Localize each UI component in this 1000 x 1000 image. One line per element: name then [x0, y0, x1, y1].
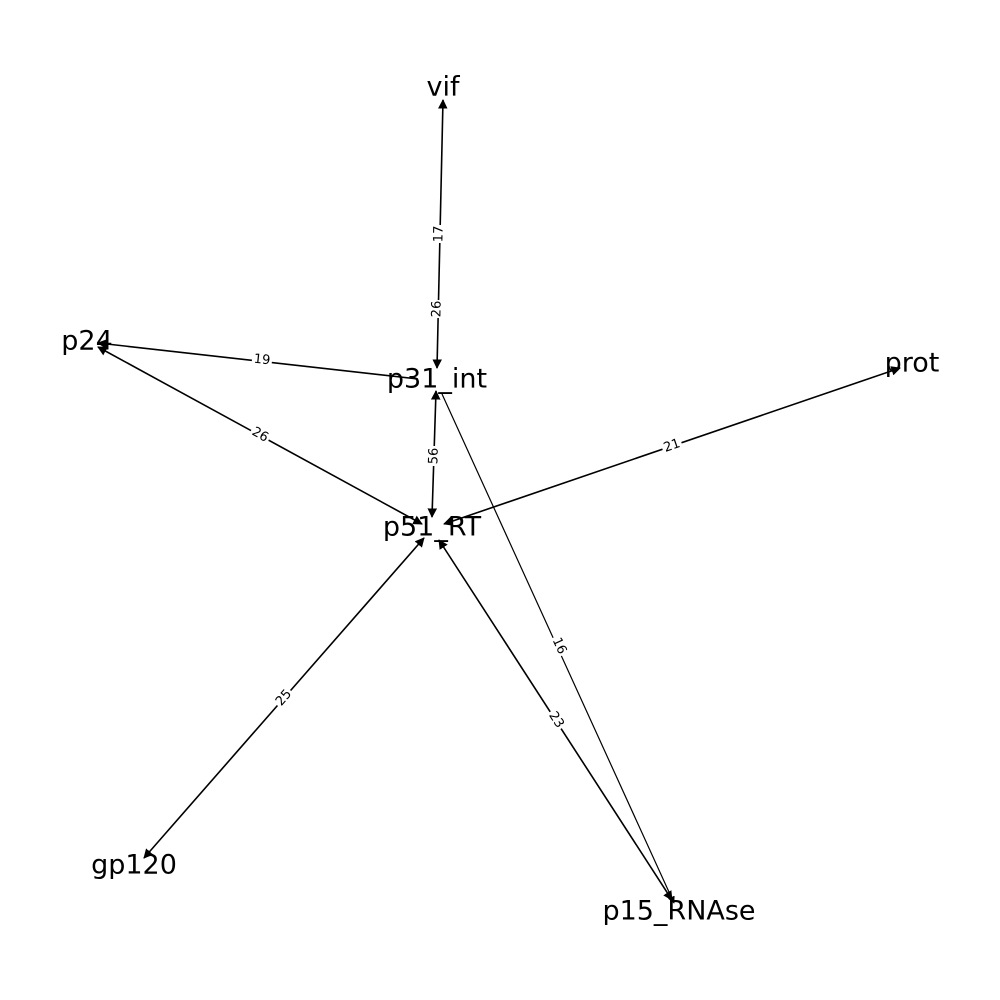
edge-labels: 17 26 19 26 56 21 25 23 [247, 224, 685, 733]
node-p51-rt: p51_RT [383, 512, 482, 543]
edge-label-p51-rt-prot: 21 [662, 436, 683, 456]
nodes: vif p24 p31_int prot p51_RT gp120 p15_RN… [61, 72, 939, 927]
edge-label-p51-rt-p15-rnase: 23 [545, 709, 567, 731]
node-p24: p24 [61, 326, 113, 357]
node-prot: prot [885, 348, 940, 379]
node-p31-int: p31_int [387, 364, 487, 395]
edge-label-p31-int-vif-1: 17 [431, 226, 446, 243]
edge-label-p51-rt-p24: 26 [249, 424, 271, 445]
node-p15-rnase: p15_RNAse [602, 896, 755, 927]
edges [97, 99, 901, 904]
node-vif: vif [427, 72, 461, 103]
node-gp120: gp120 [91, 850, 177, 881]
edge-label-p51-rt-p31-int: 56 [426, 447, 442, 464]
edge-label-p31-int-p24: 19 [253, 352, 271, 369]
edge-label-p31-int-vif-2: 26 [429, 301, 444, 318]
edge-label-p31-int-p15-rnase: 16 [549, 635, 570, 656]
